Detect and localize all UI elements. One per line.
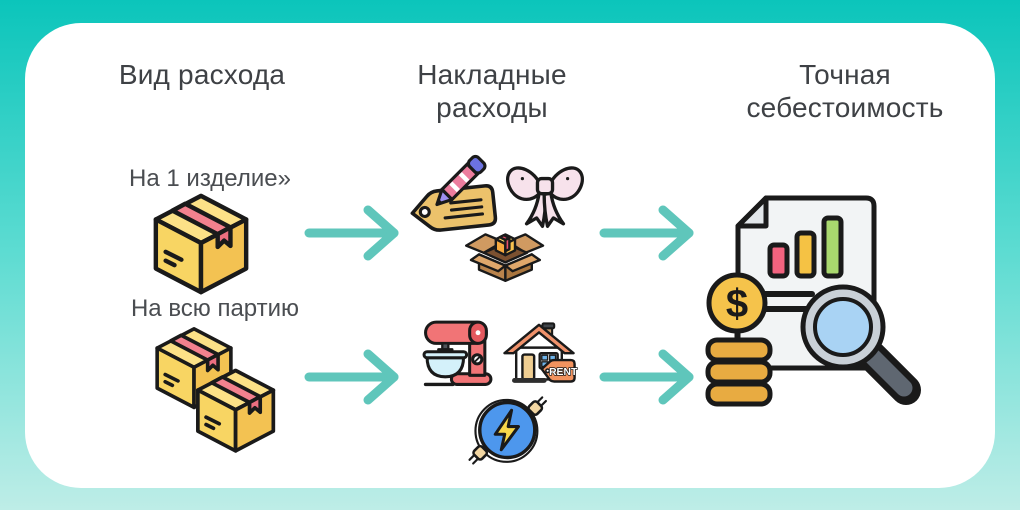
column-title-expense-type: Вид расхода bbox=[118, 59, 286, 90]
house-rent-icon: RENT bbox=[503, 322, 579, 383]
dollar-coin-icon: $ bbox=[706, 272, 768, 334]
electric-plug-icon bbox=[468, 396, 547, 465]
column-title-exact-cost: Точная себестоимость bbox=[746, 59, 944, 123]
cost-analysis-document-icon: $ bbox=[705, 195, 921, 407]
flow-arrow-row2-right bbox=[599, 349, 694, 405]
rent-sign-text: RENT bbox=[549, 367, 578, 378]
plug-prong-bottom bbox=[468, 444, 489, 465]
row-label-whole-batch: На всю партию bbox=[130, 295, 300, 322]
flow-arrow-row1-right bbox=[599, 205, 694, 261]
rent-tag: RENT bbox=[540, 358, 579, 383]
row-label-per-item: На 1 изделие» bbox=[129, 165, 291, 192]
stacked-cardboard-boxes-icon bbox=[155, 327, 276, 453]
gift-bow-icon bbox=[506, 166, 584, 228]
magnifier-icon bbox=[800, 284, 921, 405]
lightning-bolt-icon bbox=[493, 408, 520, 452]
stand-mixer-icon bbox=[422, 320, 493, 387]
inner-box-icon bbox=[494, 233, 517, 257]
dollar-sign: $ bbox=[726, 282, 748, 326]
flow-arrow-row2-left bbox=[304, 349, 399, 405]
single-cardboard-box-icon bbox=[147, 190, 255, 298]
open-box-icon bbox=[465, 233, 545, 282]
price-tag-pencil-icon bbox=[410, 154, 498, 232]
pencil-icon bbox=[435, 154, 487, 207]
flow-arrow-row1-left bbox=[304, 205, 399, 261]
column-title-overhead-costs: Накладные расходы bbox=[417, 59, 567, 123]
plug-prong-top bbox=[527, 396, 547, 416]
coin-stack-icon bbox=[705, 337, 773, 407]
bar-chart-icon bbox=[767, 215, 844, 279]
document-text-lines bbox=[761, 291, 815, 312]
